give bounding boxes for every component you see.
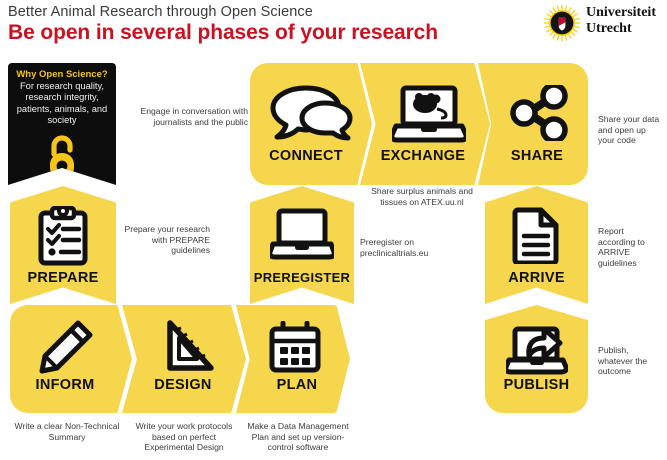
laptop-mouse-animal-icon [392, 85, 466, 143]
speech-bubbles-icon [270, 85, 353, 141]
laptop-share-arrow-icon [505, 326, 568, 375]
block-prepare[interactable]: PREPARE [10, 186, 116, 304]
caption-prepare: Prepare your research with PREPARE guide… [124, 224, 210, 256]
block-publish[interactable]: PUBLISH [485, 305, 588, 413]
block-preregister[interactable]: PREREGISTER [250, 186, 354, 304]
block-share[interactable]: SHARE [478, 63, 588, 185]
block-label-plan: PLAN [276, 377, 318, 393]
block-label-design: DESIGN [154, 377, 212, 393]
calendar-icon [269, 321, 321, 373]
block-inform[interactable]: INFORM [10, 305, 132, 413]
block-plan[interactable]: PLAN [236, 305, 350, 413]
uu-wordmark-line2: Utrecht [586, 21, 632, 36]
block-design[interactable]: DESIGN [122, 305, 246, 413]
block-connect[interactable]: CONNECT [250, 63, 372, 185]
uu-wordmark-line1: Universiteit [586, 5, 656, 20]
clipboard-checklist-icon [38, 206, 88, 266]
caption-inform: Write a clear Non-Technical Summary [14, 421, 120, 442]
header-subtitle: Better Animal Research through Open Scie… [8, 4, 313, 20]
uu-sunburst-icon [543, 4, 581, 42]
why-open-science-title: Why Open Science? [16, 69, 108, 80]
block-arrive[interactable]: ARRIVE [485, 186, 588, 304]
block-label-exchange: EXCHANGE [380, 148, 466, 164]
block-label-prepare: PREPARE [27, 270, 99, 286]
caption-publish: Publish, whatever the outcome [598, 345, 648, 377]
header: Better Animal Research through Open Scie… [0, 0, 667, 52]
document-lines-icon [512, 207, 558, 264]
caption-connect: Engage in conversation with journalists … [140, 106, 249, 127]
universiteit-utrecht-logo: Universiteit Utrecht [543, 3, 661, 45]
block-label-connect: CONNECT [269, 148, 343, 164]
open-access-padlock-icon [50, 135, 74, 179]
laptop-icon [270, 208, 334, 260]
caption-exchange: Share surplus animals and tissues on ATE… [371, 186, 473, 207]
why-open-science-box: Why Open Science? For research quality, … [8, 63, 116, 185]
pencil-icon [39, 320, 93, 374]
caption-plan: Make a Data Management Plan and set up v… [247, 421, 349, 453]
share-nodes-icon [510, 85, 568, 141]
why-open-science-body: For research quality, research integrity… [16, 81, 108, 126]
caption-preregister: Preregister on preclinicaltrials.eu [360, 237, 429, 258]
uu-wordmark: Universiteit Utrecht [586, 5, 656, 37]
set-square-ruler-icon [167, 320, 214, 371]
caption-share: Share your data and open up your code [598, 114, 660, 146]
block-label-inform: INFORM [35, 377, 95, 393]
block-label-arrive: ARRIVE [508, 270, 565, 286]
block-label-publish: PUBLISH [503, 377, 570, 393]
caption-design: Write your work protocols based on perfe… [135, 421, 233, 453]
block-label-share: SHARE [510, 148, 564, 164]
block-label-preregister: PREREGISTER [253, 270, 351, 285]
caption-arrive: Report according to ARRIVE guidelines [598, 226, 645, 268]
page-title: Be open in several phases of your resear… [8, 21, 438, 44]
block-exchange[interactable]: EXCHANGE [360, 63, 490, 185]
